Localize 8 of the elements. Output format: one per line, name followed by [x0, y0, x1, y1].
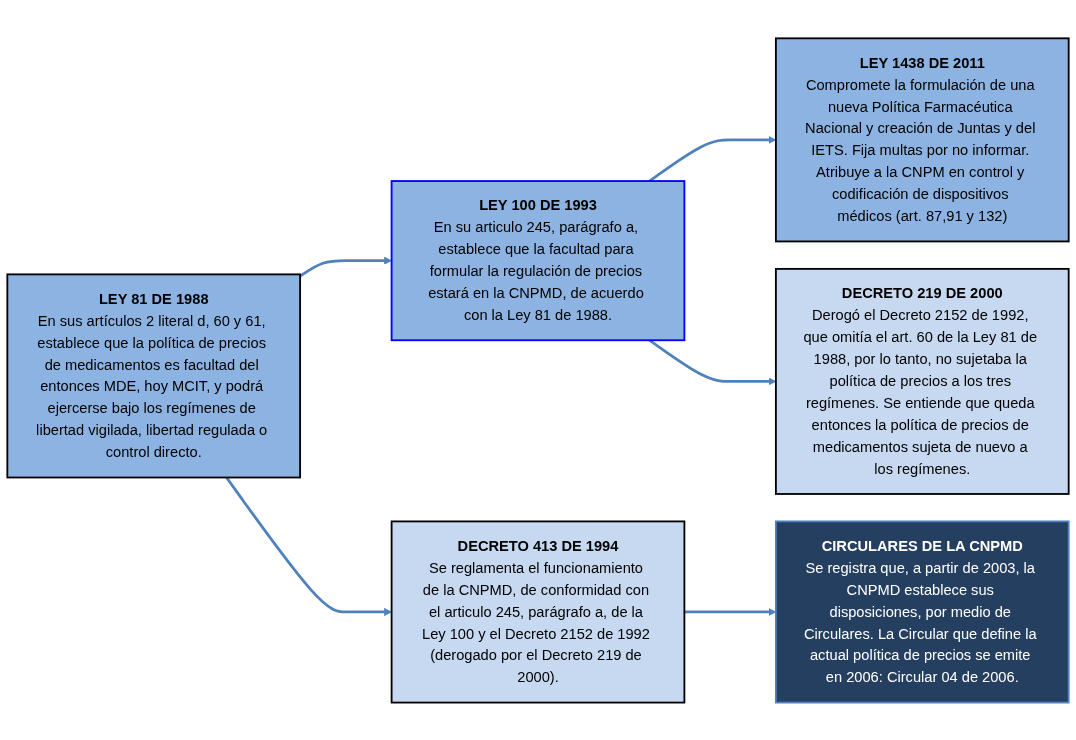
node-box: LEY 1438 DE 2011 Compromete la formulación de una nueva Política Farmacéutica Nacional y creación de Juntas y del IETS. Fija multas por no informar. Atribuye a la CNPM en control y codificación de dispositivos médicos (art. 87,91 y 132)	[774, 36, 1070, 242]
arrow	[299, 256, 392, 277]
node-box: CIRCULARES DE LA CNPMD Se registra que, a partir de 2003, la CNPMD establece sus disposiciones, por medio de Circulares. La Circular que define la actual política de precios se emite en 2006: Circular 04 de 2006.	[774, 520, 1070, 704]
node-box: LEY 100 DE 1993 En su articulo 245, parágrafo a, establece que la facultad para formular la regulación de precios estará en la CNPMD, de acuerdo con la Ley 81 de 1988.	[390, 179, 686, 341]
node-box: LEY 81 DE 1988 En sus artículos 2 literal d, 60 y 61, establece que la política de precios de medicamentos es facultad del entonces MDE, hoy MCIT, y podrá ejercerse bajo los regímenes de libertad vigilada, libertad regulada o control directo.	[6, 273, 302, 478]
node-box: DECRETO 219 DE 2000 Derogó el Decreto 2152 de 1992, que omitía el art. 60 de la Ley 81 de 1988, por lo tanto, no sujetaba la política de precios a los tres regímenes. Se entiende que queda entonces la política de precios de medicamentos sujeta de nuevo a los regímenes.	[774, 267, 1070, 495]
node-box: DECRETO 413 DE 1994 Se reglamenta el funcionamiento de la CNPMD, de conformidad con el articulo 245, parágrafo a, de la Ley 100 y el Decreto 2152 de 1992 (derogado por el Decreto 219 de 2000).	[390, 520, 686, 704]
arrow	[225, 476, 392, 616]
